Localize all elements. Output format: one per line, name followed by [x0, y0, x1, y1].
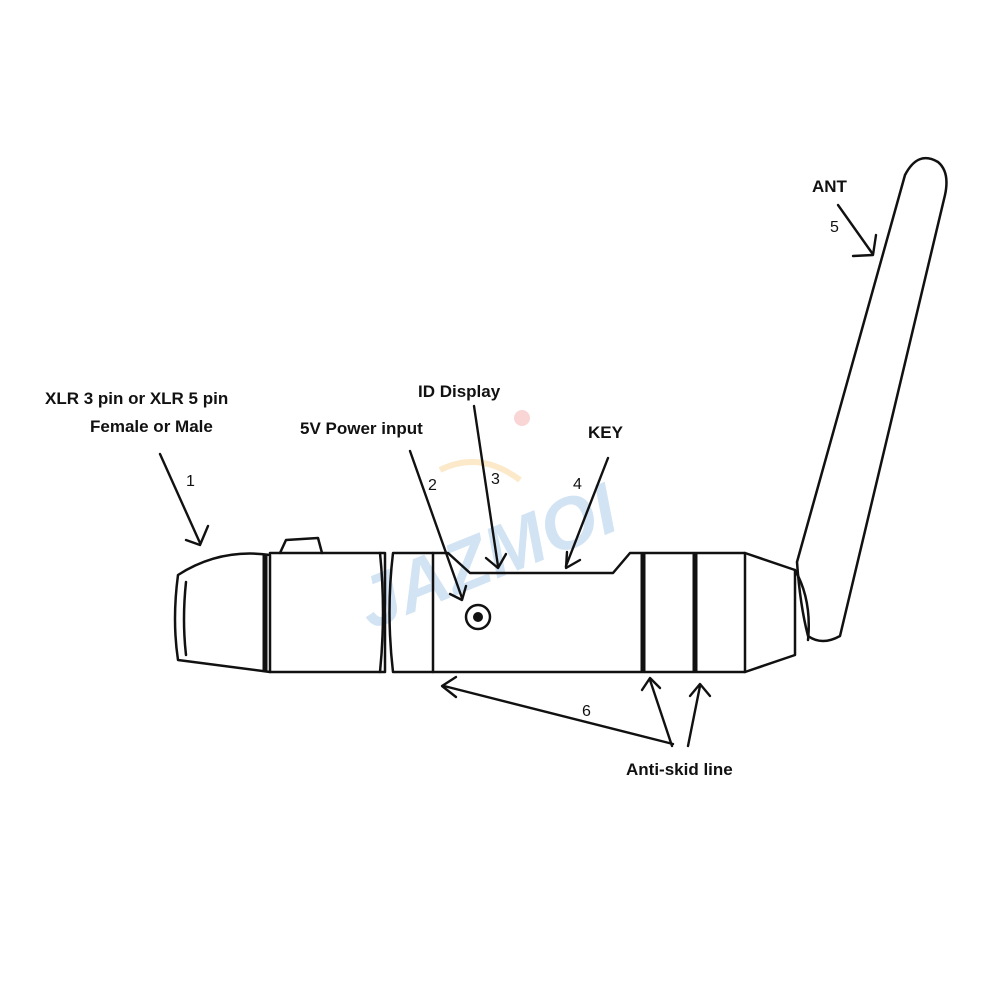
watermark-figure-head: [514, 410, 530, 426]
callout-number-5: 5: [830, 219, 839, 236]
xlr-label-line2: Female or Male: [90, 417, 213, 436]
callout-number-3: 3: [491, 471, 500, 488]
callout-number-4: 4: [573, 476, 582, 493]
xlr-label-line1: XLR 3 pin or XLR 5 pin: [45, 389, 228, 408]
callout-number-1: 1: [186, 473, 195, 490]
key-label: KEY: [588, 423, 624, 442]
xlr-connector: [173, 536, 387, 674]
arrow-4: [564, 456, 610, 570]
callout-number-6: 6: [582, 703, 591, 720]
arrow-anti-skid-right: [686, 682, 712, 748]
main-body: [388, 551, 797, 674]
power-input-label: 5V Power input: [300, 419, 423, 438]
power-jack-inner: [473, 612, 483, 622]
arrow-anti-skid-left: [640, 676, 674, 748]
antenna: [793, 156, 948, 643]
arrow-6: [440, 675, 675, 746]
arrow-1: [158, 452, 210, 547]
watermark-figure-swoosh: [438, 459, 522, 483]
anti-skid-label: Anti-skid line: [626, 760, 733, 779]
id-display-label: ID Display: [418, 382, 501, 401]
callout-number-2: 2: [428, 477, 437, 494]
ant-label: ANT: [812, 177, 848, 196]
power-jack-outer: [464, 603, 492, 631]
arrow-3: [472, 404, 508, 570]
arrow-2: [408, 449, 468, 602]
arrow-5: [836, 203, 878, 258]
